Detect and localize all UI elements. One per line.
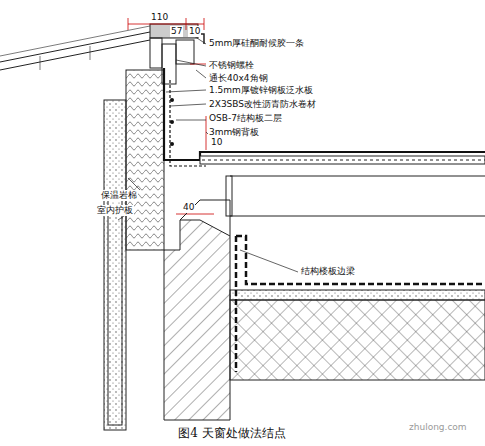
membrane <box>170 80 206 166</box>
flashing <box>164 68 485 160</box>
interior-panel <box>108 200 122 425</box>
callout-label: 2X3SBS改性沥青防水卷材 <box>208 99 317 110</box>
roof-deck <box>200 156 485 216</box>
callout-label: 结构楼板边梁 <box>300 266 356 277</box>
callout-label: 保温岩棉 <box>100 190 138 201</box>
steel-bracket <box>180 200 230 236</box>
floor-slab <box>230 300 485 380</box>
figure-caption: 图4 天窗处做法结点 <box>178 426 285 440</box>
cladding-panel <box>104 100 126 430</box>
callout-label: 10 <box>210 137 223 148</box>
callout-label: 1.5mm厚镀锌钢板泛水板 <box>208 85 314 96</box>
screed <box>230 290 485 300</box>
callout-label: 110 <box>150 12 169 23</box>
rock-wool <box>126 70 164 250</box>
callout-label: 40 <box>182 202 195 213</box>
callout-label: 10 <box>188 26 201 37</box>
callout-label: 室内护板 <box>96 205 134 216</box>
callout-label: 通长40x4角钢 <box>208 73 269 84</box>
callout-label: OSB-7结构板二层 <box>208 113 283 124</box>
callout-label: 不锈钢螺栓 <box>208 60 255 71</box>
insulation-outline <box>236 236 485 372</box>
callout-label: 5mm厚硅酮耐候胶一条 <box>208 38 305 49</box>
callout-label: 57 <box>170 26 183 37</box>
watermark: zhulong.com <box>408 422 468 433</box>
concrete-wall <box>164 220 230 420</box>
skylight-frame <box>0 24 204 84</box>
leader-line <box>118 36 298 272</box>
